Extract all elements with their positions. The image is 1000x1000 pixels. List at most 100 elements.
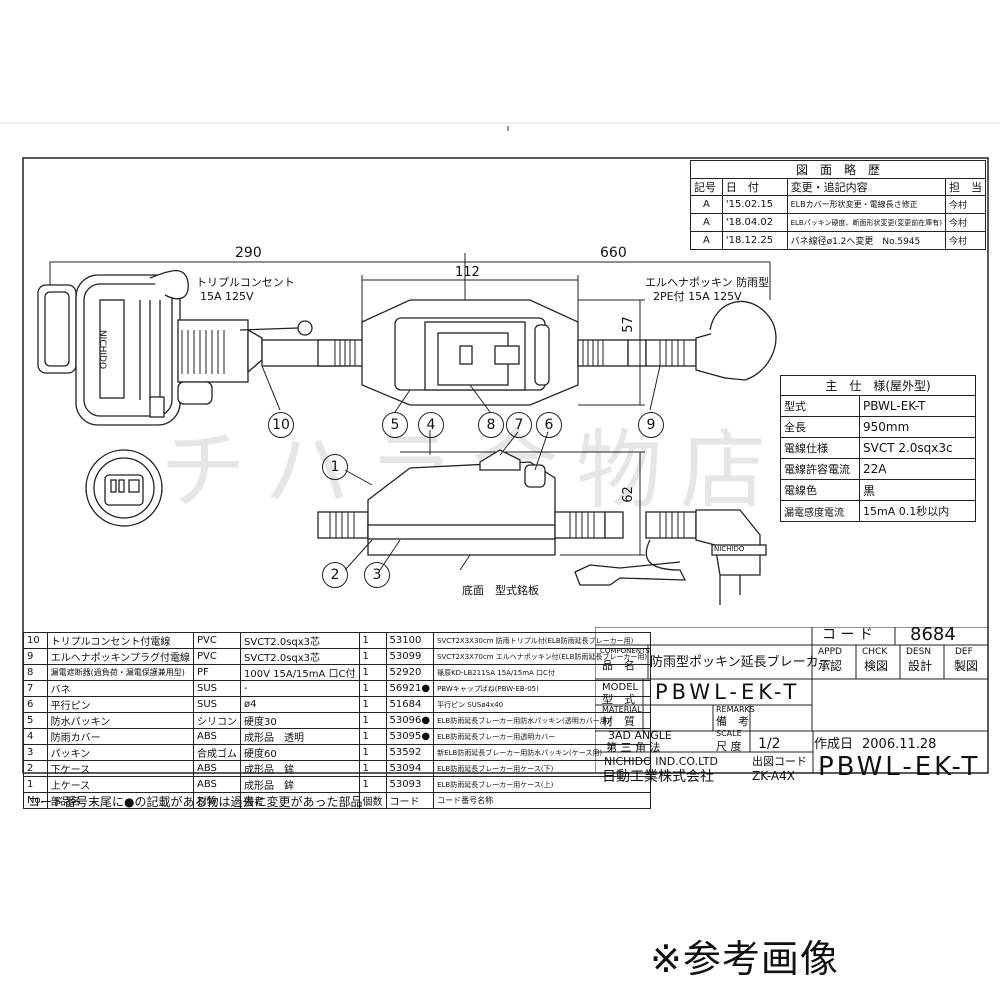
remarks-jp: 備 考 bbox=[716, 715, 749, 728]
dimension-112: 112 bbox=[455, 265, 480, 280]
part-note: SVCT2.0sqx3芯 bbox=[240, 648, 360, 665]
part-material: SUS bbox=[193, 680, 242, 697]
callout-7: 7 bbox=[506, 412, 532, 438]
chck-jp: 検図 bbox=[864, 659, 889, 673]
callout-2: 2 bbox=[322, 562, 348, 588]
spec-value: 950mm bbox=[859, 416, 976, 438]
company-en: NICHIDO IND.CO.LTD bbox=[604, 755, 718, 768]
spec-key: 電線許容電流 bbox=[780, 458, 860, 480]
part-name: 下ケース bbox=[46, 760, 195, 777]
part-code: 53592 bbox=[385, 744, 435, 761]
part-no: 4 bbox=[23, 728, 48, 745]
part-no: 7 bbox=[23, 680, 48, 697]
parts-header-qty: 個数 bbox=[358, 792, 387, 809]
part-note: SVCT2.0sqx3芯 bbox=[240, 632, 360, 649]
part-qty: 1 bbox=[358, 776, 387, 793]
revision-by: 今村 bbox=[945, 231, 986, 250]
scale-value: 1/2 bbox=[758, 736, 781, 752]
angle-jp: 第 三 角 法 bbox=[606, 741, 661, 754]
part-note: - bbox=[240, 680, 360, 697]
drawing-number: PBWL-EK-T bbox=[818, 752, 981, 782]
part-material: PVC bbox=[193, 632, 242, 649]
dimension-62: 62 bbox=[620, 486, 636, 503]
model-en: MODEL bbox=[602, 682, 639, 693]
part-note: 成形品 鉾 bbox=[240, 760, 360, 777]
part-qty: 1 bbox=[358, 712, 387, 729]
revision-header-date: 日 付 bbox=[721, 178, 788, 196]
callout-10: 10 bbox=[268, 412, 294, 438]
spec-key: 電線色 bbox=[780, 479, 860, 501]
footer-note: コード番号末尾に●の記載がある物は過去に変更があった部品 bbox=[28, 795, 363, 809]
part-name: 上ケース bbox=[46, 776, 195, 793]
date-value: 2006.11.28 bbox=[862, 737, 937, 752]
spec-key: 全長 bbox=[780, 416, 860, 438]
part-qty: 1 bbox=[358, 728, 387, 745]
part-no: 6 bbox=[23, 696, 48, 713]
parts-header-note: 備考 bbox=[240, 792, 360, 809]
appd-jp: 承認 bbox=[818, 659, 843, 673]
part-qty: 1 bbox=[358, 632, 387, 649]
desn-en: DESN bbox=[906, 647, 932, 657]
code-value: 8684 bbox=[910, 624, 956, 645]
scale-en: SCALE bbox=[716, 729, 742, 738]
model-value: PBWL-EK-T bbox=[655, 680, 801, 704]
spec-key: 漏電感度電流 bbox=[780, 500, 860, 522]
material-jp: 材 質 bbox=[602, 715, 635, 728]
spec-key: 型式 bbox=[780, 395, 860, 417]
part-note: 成形品 透明 bbox=[240, 728, 360, 745]
part-code: 53099 bbox=[385, 648, 435, 665]
revision-by: 今村 bbox=[945, 213, 986, 232]
bottom-nameplate-label: 底面 型式銘板 bbox=[462, 584, 539, 597]
model-jp: 型 式 bbox=[602, 693, 635, 706]
part-name: 防雨カバー bbox=[46, 728, 195, 745]
part-name: 漏電遮断器(過負荷・漏電保護兼用型) bbox=[46, 664, 195, 681]
part-note: 硬度60 bbox=[240, 744, 360, 761]
callout-4: 4 bbox=[418, 412, 444, 438]
part-no: 8 bbox=[23, 664, 48, 681]
part-name: 防水パッキン bbox=[46, 712, 195, 729]
part-code: 53095● bbox=[385, 728, 435, 745]
part-qty: 1 bbox=[358, 680, 387, 697]
part-no: 5 bbox=[23, 712, 48, 729]
part-qty: 1 bbox=[358, 696, 387, 713]
spec-value: SVCT 2.0sqx3c bbox=[859, 437, 976, 459]
part-code: 53100 bbox=[385, 632, 435, 649]
part-qty: 1 bbox=[358, 648, 387, 665]
revision-title: 図 面 略 歴 bbox=[690, 160, 986, 179]
part-no: 2 bbox=[23, 760, 48, 777]
plug-label: エルヘナポッキン 防雨型 bbox=[645, 276, 770, 289]
part-code: 53096● bbox=[385, 712, 435, 729]
spec-title: 主 仕 様(屋外型) bbox=[780, 375, 976, 396]
angle-en: 3AD ANGLE bbox=[608, 729, 672, 742]
revision-date: '15.02.15 bbox=[721, 195, 788, 214]
parts-header-name: 部品名 bbox=[46, 792, 195, 809]
revision-mark: A bbox=[690, 231, 723, 250]
chck-en: CHCK bbox=[862, 647, 888, 657]
part-code: 52920 bbox=[385, 664, 435, 681]
components-jp: 品 名 bbox=[602, 659, 635, 672]
spec-key: 電線仕様 bbox=[780, 437, 860, 459]
part-no: 3 bbox=[23, 744, 48, 761]
drawing-code-label: 出図コード bbox=[752, 755, 807, 768]
parts-header-material: 材質 bbox=[193, 792, 242, 809]
triple-outlet-rating: 15A 125V bbox=[200, 290, 254, 303]
callout-8: 8 bbox=[478, 412, 504, 438]
part-code: 53094 bbox=[385, 760, 435, 777]
revision-by: 今村 bbox=[945, 195, 986, 214]
drawing-code-value: ZK-A4X bbox=[752, 769, 795, 783]
breaker-side-view bbox=[317, 449, 767, 605]
part-name: 平行ピン bbox=[46, 696, 195, 713]
part-material: ABS bbox=[193, 760, 242, 777]
part-note: 100V 15A/15mA 口C付 bbox=[240, 664, 360, 681]
dimension-660: 660 bbox=[600, 245, 627, 261]
callout-1: 1 bbox=[322, 454, 348, 480]
title-block-lines bbox=[595, 627, 988, 773]
dimension-57: 57 bbox=[620, 316, 636, 333]
part-material: PF bbox=[193, 664, 242, 681]
scale-jp: 尺 度 bbox=[716, 740, 742, 753]
part-name: パッキン bbox=[46, 744, 195, 761]
part-no: 9 bbox=[23, 648, 48, 665]
